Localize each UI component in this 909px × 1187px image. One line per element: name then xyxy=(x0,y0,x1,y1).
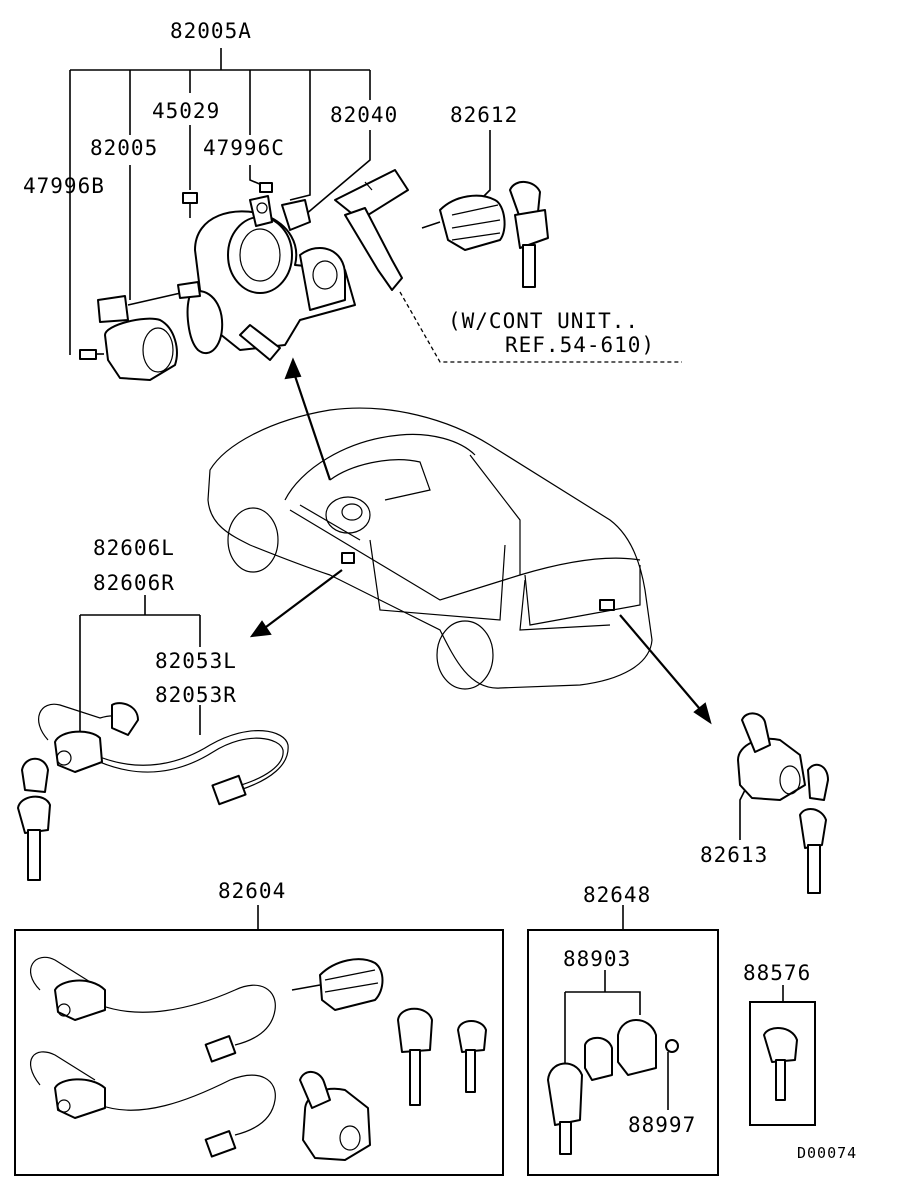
label-88997: 88997 xyxy=(628,1113,696,1137)
label-82040: 82040 xyxy=(330,103,398,127)
screw-47996B xyxy=(79,349,104,360)
label-82053R: 82053R xyxy=(155,683,237,707)
diagram-id: D00074 xyxy=(797,1144,857,1162)
screw-45029 xyxy=(182,192,198,218)
label-88903: 88903 xyxy=(563,947,631,971)
label-82005: 82005 xyxy=(90,136,158,160)
callout-labels: 82005A 45029 82040 82612 82005 47996C 47… xyxy=(23,19,857,1162)
ignition-assembly-group xyxy=(69,48,682,381)
label-47996B: 47996B xyxy=(23,174,105,198)
vehicle-illustration xyxy=(207,407,653,690)
label-45029: 45029 xyxy=(152,99,220,123)
key-set-box xyxy=(527,905,719,1176)
label-47996C: 47996C xyxy=(203,136,285,160)
label-88576: 88576 xyxy=(743,961,811,985)
ignition-switch xyxy=(97,281,201,381)
door-lock-group xyxy=(17,595,289,881)
label-82604: 82604 xyxy=(218,879,286,903)
label-82606R: 82606R xyxy=(93,571,175,595)
note-line-2: REF.54-610) xyxy=(505,333,655,357)
note-line-1: (W/CONT UNIT.. xyxy=(448,309,639,333)
blank-key-box xyxy=(749,985,816,1126)
label-82613: 82613 xyxy=(700,843,768,867)
label-82053L: 82053L xyxy=(155,649,237,673)
pointer-arrows xyxy=(249,357,712,725)
label-82612: 82612 xyxy=(450,103,518,127)
lock-set-box xyxy=(14,905,504,1176)
key-cylinder-82612 xyxy=(421,181,549,288)
label-82648: 82648 xyxy=(583,883,651,907)
steering-lock-housing xyxy=(186,195,356,361)
label-82005A: 82005A xyxy=(170,19,252,43)
tailgate-lock-group xyxy=(737,712,829,894)
label-82606L: 82606L xyxy=(93,536,175,560)
screw-47996C xyxy=(259,182,273,193)
control-unit xyxy=(334,169,409,291)
